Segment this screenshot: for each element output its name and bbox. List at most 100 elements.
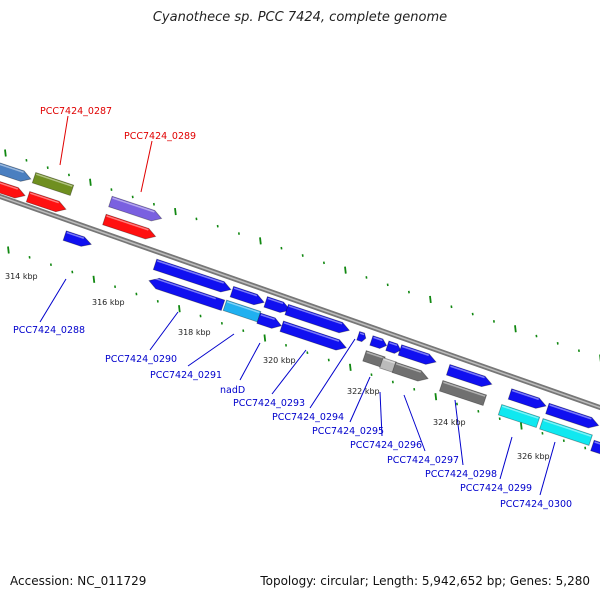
tick-mark-outer (4, 149, 7, 157)
gene-red-c-shine (106, 215, 149, 231)
gene-blue-tiny-shine (359, 332, 365, 336)
gene-blue-small-1-shine (233, 287, 258, 297)
leader-line (539, 441, 556, 496)
gene-red-c (102, 213, 157, 240)
gene-blue-0295-shine (373, 336, 383, 342)
gene-cyan-0299-shine (501, 405, 539, 419)
gene-olive-0287-body (31, 171, 75, 197)
gene-blue-tiny-body (356, 330, 367, 343)
gene-blue-0300a (545, 402, 600, 429)
gene-blue-0290 (148, 276, 226, 312)
gene-cyan-0291 (222, 299, 262, 323)
gene-gray-0298 (438, 380, 488, 406)
tick-mark-outer (429, 295, 432, 304)
gene-label: nadD (220, 385, 245, 396)
kbp-label: 318 kbp (178, 328, 211, 337)
gene-label: PCC7424_0296 (350, 440, 422, 451)
gene-blue-0299a-body (507, 388, 547, 409)
gene-blue-0298a-body (445, 364, 493, 388)
gene-cyan-0291-body (222, 299, 262, 323)
gene-red-b-body (25, 190, 67, 213)
gene-blue-small-2-shine (267, 297, 284, 305)
leader-line (59, 115, 69, 166)
gene-blue-0299a (507, 388, 547, 409)
gene-gray-0297-shine (395, 363, 422, 373)
kbp-label: 326 kbp (517, 452, 550, 461)
kbp-label: 316 kbp (92, 298, 125, 307)
gene-purple-0289 (108, 195, 163, 222)
gene-blue-0296a-shine (389, 342, 398, 347)
gene-olive-0287 (31, 171, 75, 197)
gene-label: PCC7424_0291 (150, 370, 222, 381)
leader-line (149, 311, 179, 351)
gene-blue-0296a (385, 340, 402, 354)
gene-blue-nadD (256, 312, 283, 329)
gene-steel-0286-body (0, 159, 32, 182)
tick-mark-inner (263, 334, 267, 342)
separator-1: ; (364, 574, 373, 588)
gene-purple-0289-body (108, 195, 163, 222)
gene-red-b (25, 190, 67, 213)
accession-info: Accession: NC_011729 (10, 574, 146, 588)
gene-cyan-0291-shine (226, 301, 260, 314)
gene-label: PCC7424_0297 (387, 455, 459, 466)
gene-cyan-0300-shine (543, 419, 592, 437)
gene-blue-0293-upper-body (284, 303, 351, 334)
leader-line (349, 376, 371, 423)
gene-blue-small-1-body (229, 285, 265, 306)
gene-blue-small-2-body (263, 296, 292, 313)
gene-gray-0298-shine (443, 381, 486, 397)
gene-blue-0296-body (397, 344, 437, 365)
accession-label: Accession: (10, 574, 74, 588)
gene-blue-0293 (279, 320, 347, 351)
gene-blue-0288-body (62, 230, 93, 247)
gene-cyan-0299 (497, 403, 541, 429)
kbp-label: 324 kbp (433, 418, 466, 427)
gene-blue-0293-shine (283, 322, 340, 342)
leader-line (403, 394, 426, 452)
topology-value: circular (320, 574, 365, 588)
gene-blue-nadD-body (256, 312, 283, 329)
gene-blue-edge (590, 439, 600, 455)
gene-label: PCC7424_0293 (233, 398, 305, 409)
gene-label: PCC7424_0289 (124, 131, 196, 142)
gene-blue-small-1 (229, 285, 265, 306)
genome-backbone (0, 193, 600, 411)
tick-mark-inner (92, 275, 96, 283)
kbp-label: 320 kbp (263, 356, 296, 365)
gene-blue-big-upper-body (152, 258, 232, 293)
kbp-label: 322 kbp (347, 387, 380, 396)
gene-lightgray (379, 357, 397, 373)
gene-olive-0287-shine (35, 173, 73, 187)
gene-steel-0286 (0, 159, 32, 182)
leader-line (239, 342, 261, 381)
gene-label: PCC7424_0299 (460, 483, 532, 494)
leader-line (39, 278, 67, 323)
gene-blue-0298a (445, 364, 493, 388)
gene-blue-0290-shine (150, 276, 216, 300)
gene-label: PCC7424_0294 (272, 412, 344, 423)
gene-blue-0295-body (369, 335, 388, 349)
genes-value: 5,280 (555, 574, 590, 588)
gene-label: PCC7424_0287 (40, 106, 112, 117)
leader-line (499, 436, 513, 480)
leader-line (187, 333, 235, 367)
gene-blue-0296-shine (401, 345, 429, 357)
backbone-highlight (0, 195, 600, 409)
gene-steel-0286-shine (0, 160, 24, 174)
gene-label: PCC7424_0300 (500, 499, 572, 510)
genome-summary: Topology: circular; Length: 5,942,652 bp… (260, 574, 590, 588)
gene-blue-big-upper (152, 258, 232, 293)
gene-cyan-0300-body (539, 418, 593, 446)
leader-line (309, 338, 356, 409)
leader-line (140, 140, 153, 193)
minor-ticks (4, 149, 600, 450)
gene-red-a-body (0, 178, 26, 199)
tick-mark-inner (519, 422, 523, 430)
gene-blue-0290-body (148, 277, 226, 312)
gene-red-b-shine (29, 192, 59, 204)
gene-cyan-0300 (539, 418, 593, 446)
gene-features (0, 159, 600, 455)
gene-blue-0288-shine (66, 231, 85, 239)
